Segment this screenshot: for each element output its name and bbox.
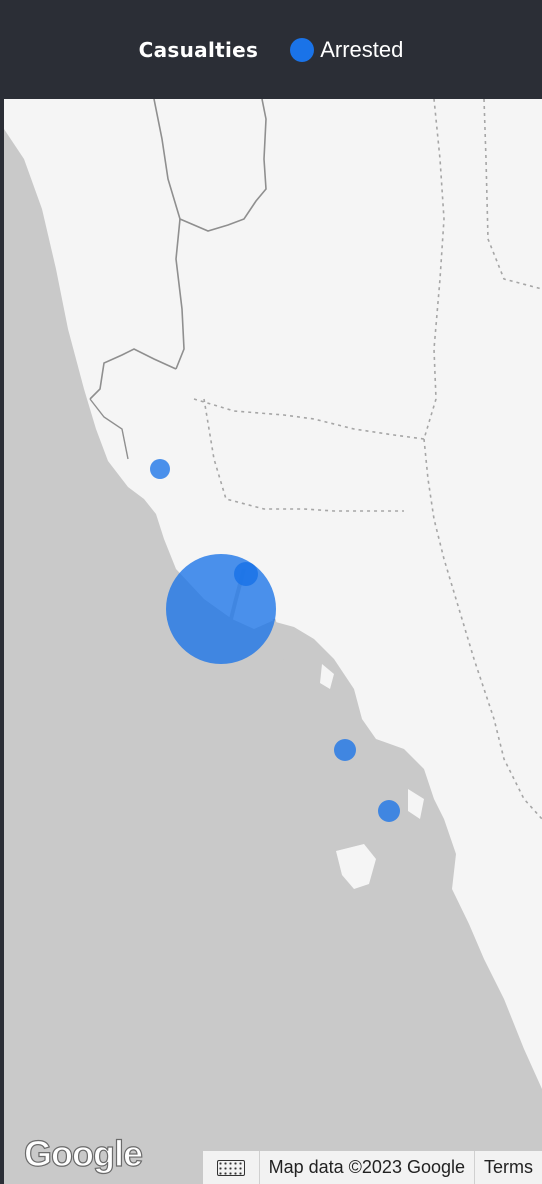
national-boundary <box>193 99 445 440</box>
national-boundary <box>423 438 542 820</box>
sea-area <box>4 129 542 1184</box>
admin-boundary <box>89 348 177 400</box>
marker[interactable] <box>334 739 356 761</box>
map-canvas[interactable]: Google Map data ©2023 Google Terms <box>4 99 542 1184</box>
legend-label: Arrested <box>320 36 404 62</box>
map-base <box>4 99 542 1184</box>
national-boundary <box>203 398 404 512</box>
marker[interactable] <box>166 554 276 664</box>
marker[interactable] <box>150 459 170 479</box>
terms-link[interactable]: Terms <box>474 1151 542 1184</box>
marker-layer <box>150 459 400 822</box>
attribution-bar: Map data ©2023 Google Terms <box>202 1151 542 1184</box>
legend-title: Casualties <box>138 37 259 62</box>
island <box>336 844 376 889</box>
river <box>272 618 286 660</box>
marker[interactable] <box>234 562 258 586</box>
marker[interactable] <box>378 800 400 822</box>
island <box>408 789 424 819</box>
legend-swatch <box>290 37 315 62</box>
national-boundary <box>483 99 542 290</box>
legend-item-arrested[interactable]: Arrested <box>290 37 403 63</box>
island <box>320 664 334 689</box>
keyboard-shortcuts-button[interactable] <box>203 1151 259 1184</box>
admin-boundary <box>89 398 129 460</box>
admin-boundary <box>175 218 185 370</box>
admin-boundary <box>153 99 267 232</box>
map-data-attribution: Map data ©2023 Google <box>258 1151 474 1184</box>
keyboard-icon <box>216 1159 245 1176</box>
google-logo: Google <box>23 1133 143 1174</box>
legend-bar: Casualties Arrested <box>0 0 542 99</box>
